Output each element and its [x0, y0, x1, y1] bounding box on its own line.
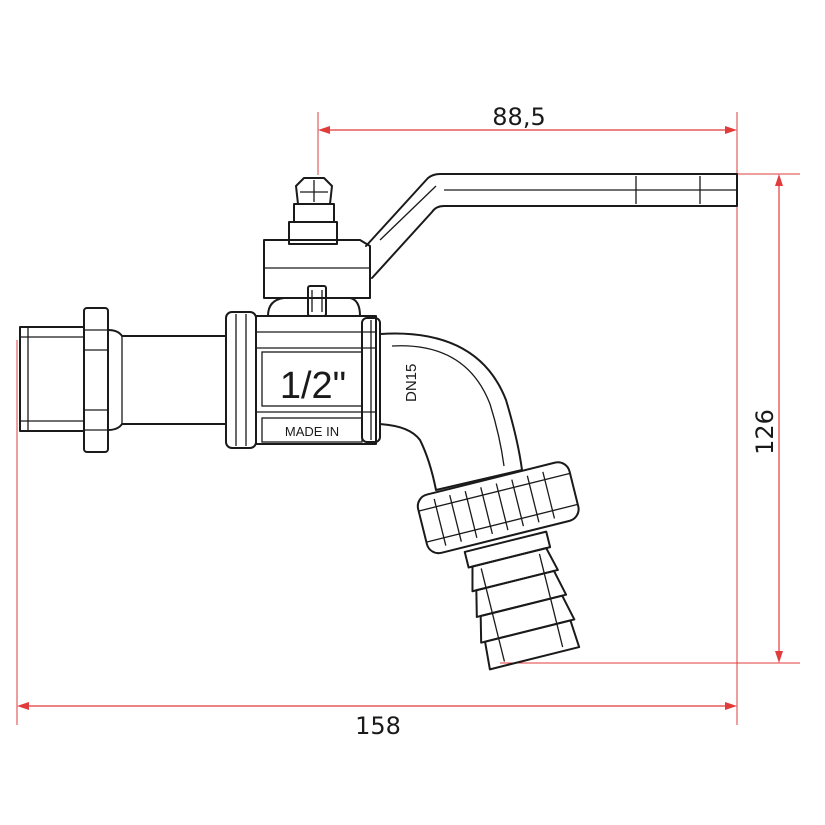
- dimension-height: 126: [500, 173, 800, 664]
- hose-barb: [463, 530, 581, 671]
- lever-handle: [365, 173, 738, 279]
- height-label: 126: [751, 409, 779, 455]
- dimension-handle-reach: 88,5: [317, 103, 738, 175]
- handle-reach-label: 88,5: [492, 103, 545, 131]
- origin-marking: MADE IN: [285, 424, 339, 439]
- threaded-inlet: [19, 326, 85, 432]
- overall-length-label: 158: [355, 712, 401, 740]
- valve-body: 1/2" MADE IN: [19, 173, 738, 671]
- body-flange: [225, 311, 257, 449]
- inlet-neck: [107, 329, 227, 431]
- central-body: 1/2" MADE IN: [255, 315, 377, 445]
- stem-assembly: [267, 285, 361, 317]
- curved-spout: DN15: [379, 332, 523, 491]
- nominal-diameter-marking: DN15: [403, 364, 420, 402]
- dimension-overall-length: 158: [16, 175, 738, 740]
- right-body-ring: [361, 317, 381, 443]
- knurled-coupling-nut: [416, 461, 580, 555]
- size-marking: 1/2": [280, 365, 346, 407]
- handle-hub: [263, 177, 371, 299]
- hex-nut: [83, 307, 109, 453]
